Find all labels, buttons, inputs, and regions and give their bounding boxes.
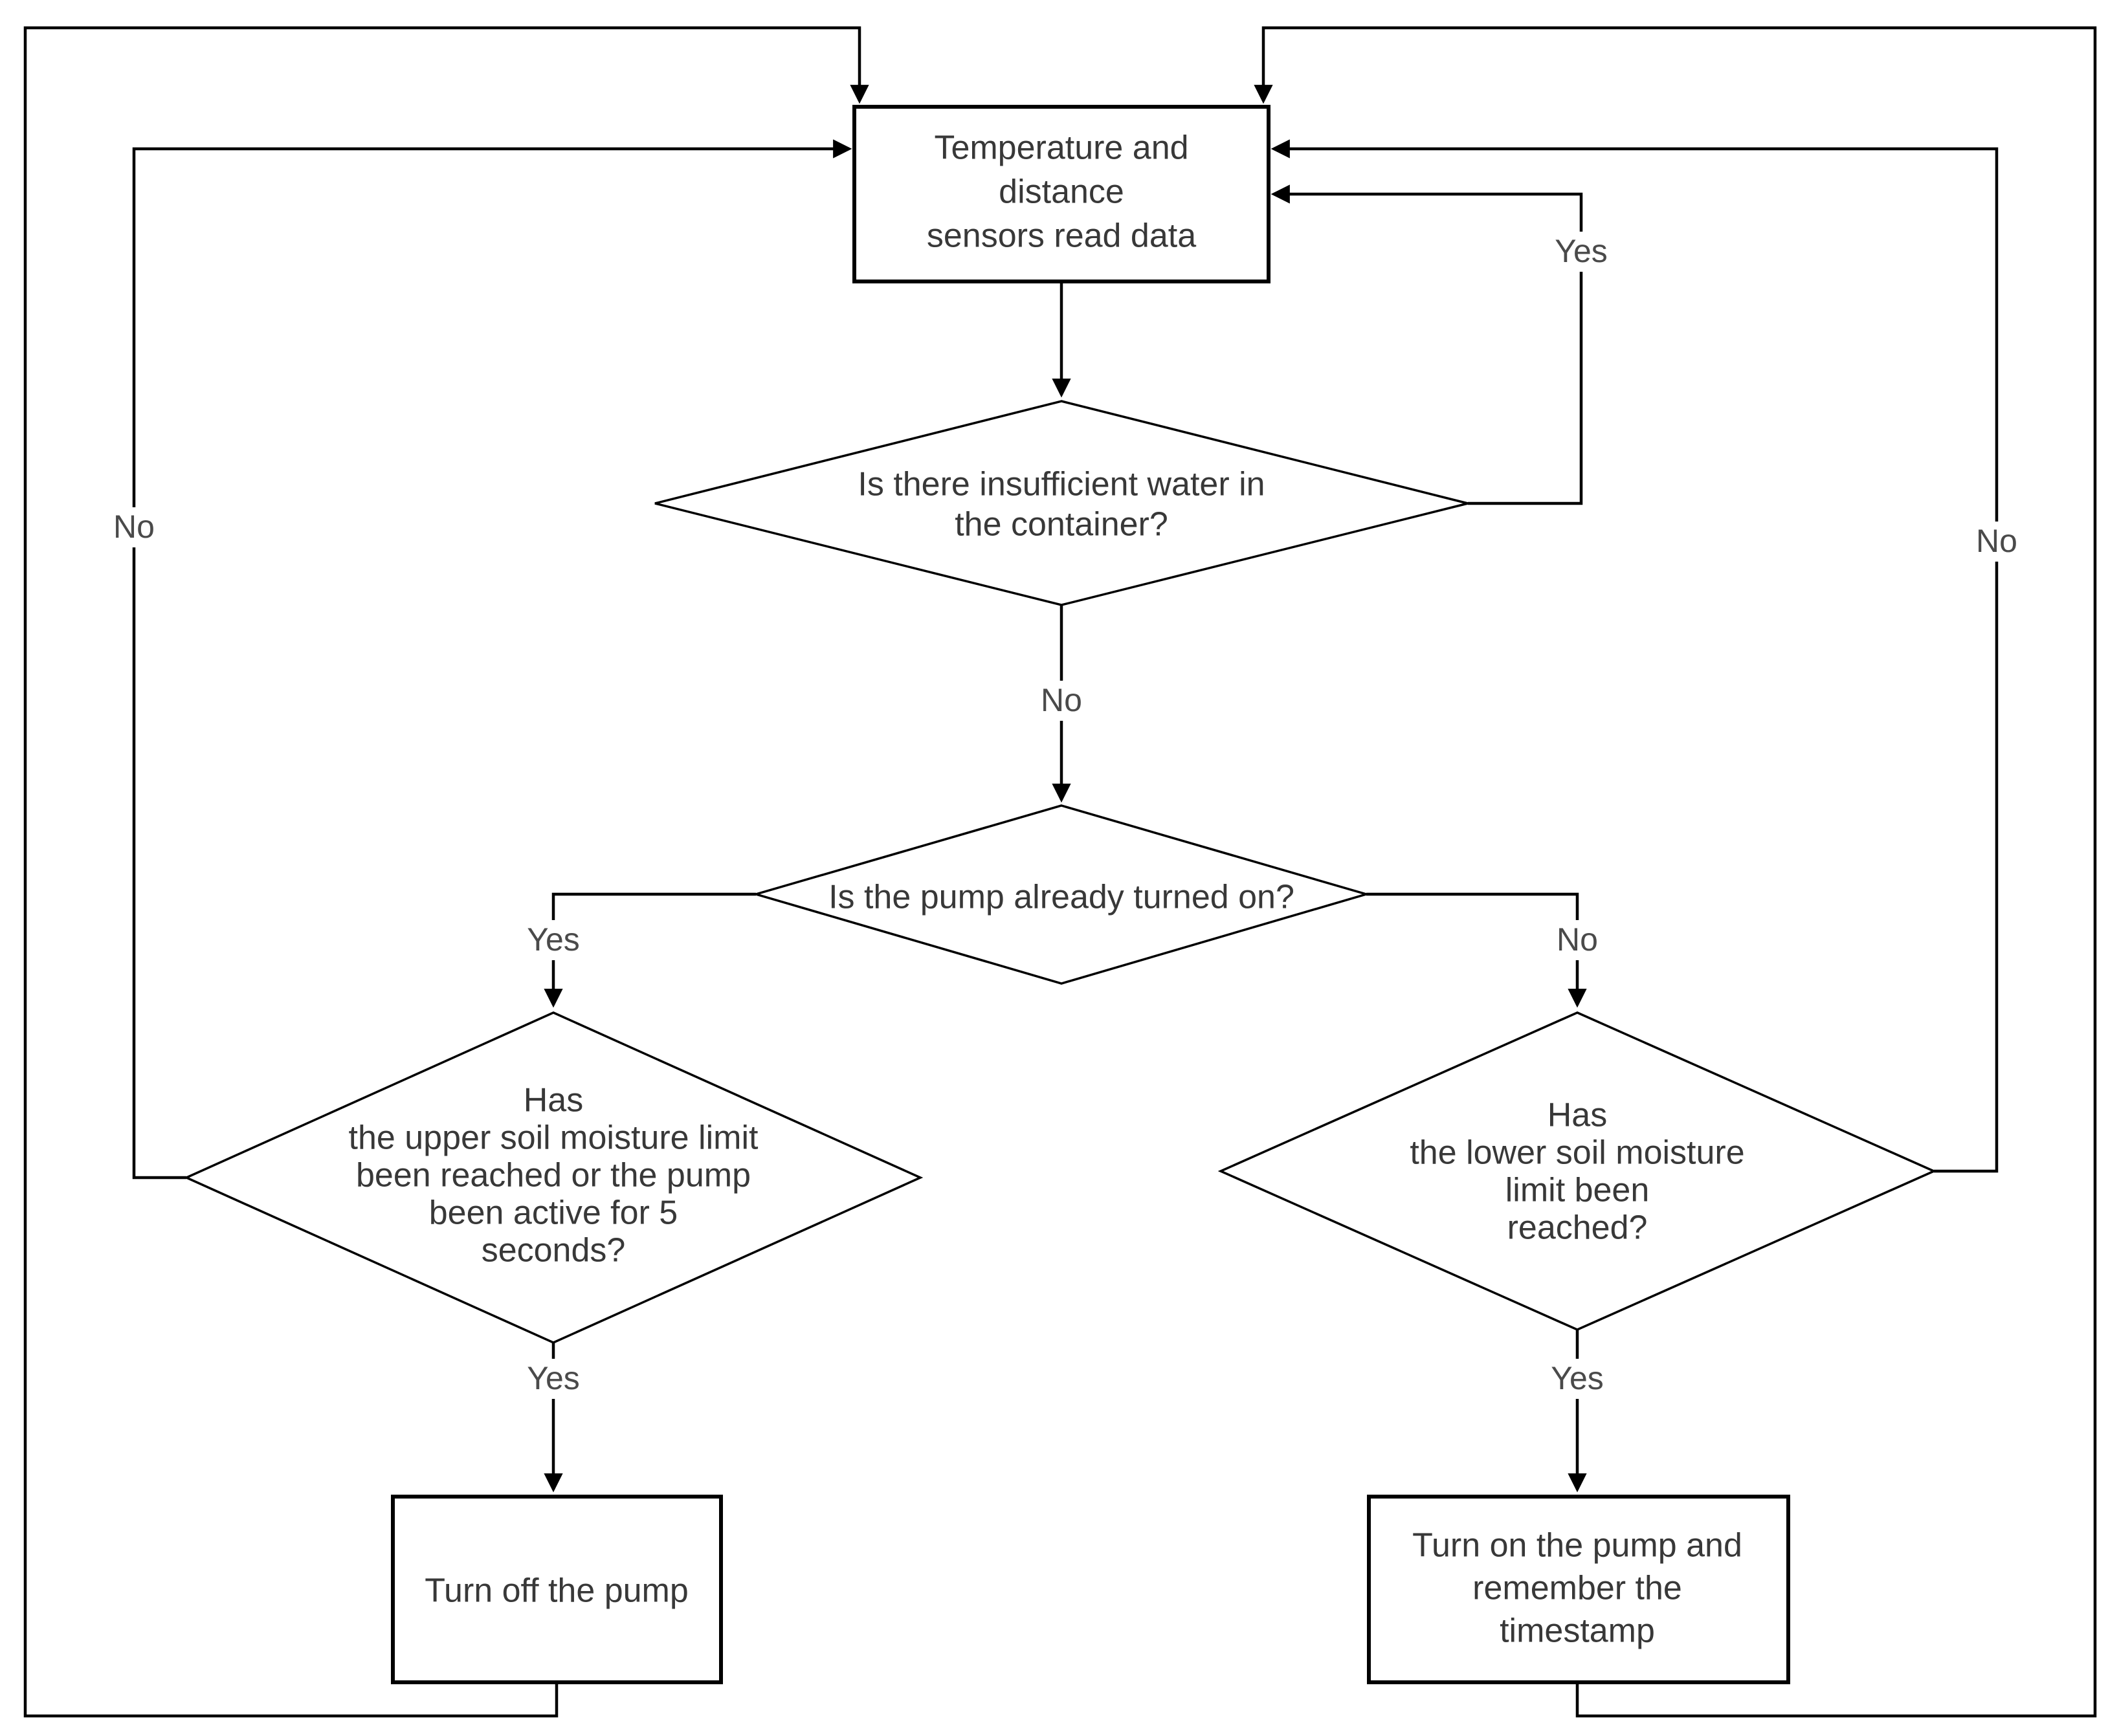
label-background bbox=[1544, 1359, 1610, 1399]
edge-label-water-no: No bbox=[1033, 681, 1090, 721]
edge-water-yes-loop bbox=[1270, 184, 1583, 505]
node-label-line: Is the pump already turned on? bbox=[828, 879, 1294, 916]
edge-label-text: No bbox=[113, 509, 155, 545]
node-label-line: seconds? bbox=[482, 1232, 626, 1269]
node-label-line: Turn off the pump bbox=[425, 1572, 689, 1610]
node-label-line: timestamp bbox=[1500, 1612, 1655, 1650]
node-read-sensors: Temperature and distance sensors read da… bbox=[852, 105, 1270, 283]
node-pump-on-check: Is the pump already turned on? bbox=[751, 804, 1371, 985]
node-label-line: Is there insufficient water in bbox=[858, 466, 1265, 503]
node-label-line: been reached or the pump bbox=[356, 1157, 751, 1194]
node-water-check: Is there insufficient water in the conta… bbox=[654, 400, 1469, 606]
label-background bbox=[520, 1359, 586, 1399]
decision-diamond bbox=[183, 1011, 924, 1344]
edge-label-pump-no: No bbox=[1549, 920, 1606, 960]
edge-label-water-yes: Yes bbox=[1548, 232, 1614, 272]
edge-label-upper-yes: Yes bbox=[520, 1359, 586, 1399]
label-background bbox=[1033, 681, 1090, 721]
edge-label-text: No bbox=[1557, 921, 1598, 958]
edge-upper-no-loop bbox=[132, 139, 852, 1180]
edge-label-lower-yes: Yes bbox=[1544, 1359, 1610, 1399]
edge-label-text: No bbox=[1976, 523, 2017, 559]
node-label-line: the lower soil moisture bbox=[1410, 1134, 1744, 1172]
label-background bbox=[1968, 522, 2025, 562]
edge-label-text: No bbox=[1041, 682, 1082, 718]
node-label-line: Turn on the pump and bbox=[1412, 1527, 1742, 1565]
node-turn-on-pump: Turn on the pump and remember the timest… bbox=[1367, 1495, 1790, 1684]
node-lower-limit-check: Has the lower soil moisture limit been r… bbox=[1217, 1011, 1937, 1331]
node-label-line: been active for 5 bbox=[429, 1194, 678, 1232]
node-label-line: distance bbox=[999, 173, 1124, 211]
edge-label-text: Yes bbox=[1555, 233, 1608, 269]
edge-pump-no bbox=[1366, 892, 1587, 1008]
label-background bbox=[105, 507, 162, 547]
edge-label-text: Yes bbox=[1551, 1360, 1604, 1396]
node-label-line: Has bbox=[524, 1082, 583, 1119]
edge-label-text: Yes bbox=[527, 1360, 580, 1396]
label-background bbox=[1548, 232, 1614, 272]
edge-pump-yes bbox=[544, 892, 756, 1008]
decision-diamond bbox=[654, 400, 1469, 606]
edge-label-lower-no: No bbox=[1968, 522, 2025, 562]
edge-lower-no-loop bbox=[1270, 139, 1999, 1173]
decision-diamond bbox=[751, 804, 1371, 985]
node-label-line: limit been bbox=[1505, 1172, 1650, 1209]
node-label-line: the upper soil moisture limit bbox=[349, 1119, 759, 1157]
node-label-line: sensors read data bbox=[927, 217, 1196, 255]
edge-label-pump-yes: Yes bbox=[520, 920, 586, 960]
node-label-line: Has bbox=[1548, 1097, 1607, 1134]
node-label-line: the container? bbox=[955, 506, 1168, 544]
edge-label-upper-no: No bbox=[105, 507, 162, 547]
node-label-line: reached? bbox=[1507, 1209, 1648, 1247]
node-label-line: Temperature and bbox=[934, 129, 1188, 167]
edge-turn-off-loop bbox=[23, 26, 869, 1718]
node-label-line: remember the bbox=[1472, 1570, 1682, 1607]
node-upper-limit-check: Has the upper soil moisture limit been r… bbox=[183, 1011, 924, 1344]
process-box bbox=[852, 105, 1270, 283]
edge-turn-on-loop bbox=[1254, 26, 2097, 1718]
edge-label-text: Yes bbox=[527, 921, 580, 958]
node-turn-off-pump: Turn off the pump bbox=[391, 1495, 723, 1684]
label-background bbox=[1549, 920, 1606, 960]
label-background bbox=[520, 920, 586, 960]
process-box bbox=[391, 1495, 723, 1684]
process-box bbox=[1367, 1495, 1790, 1684]
decision-diamond bbox=[1217, 1011, 1937, 1331]
